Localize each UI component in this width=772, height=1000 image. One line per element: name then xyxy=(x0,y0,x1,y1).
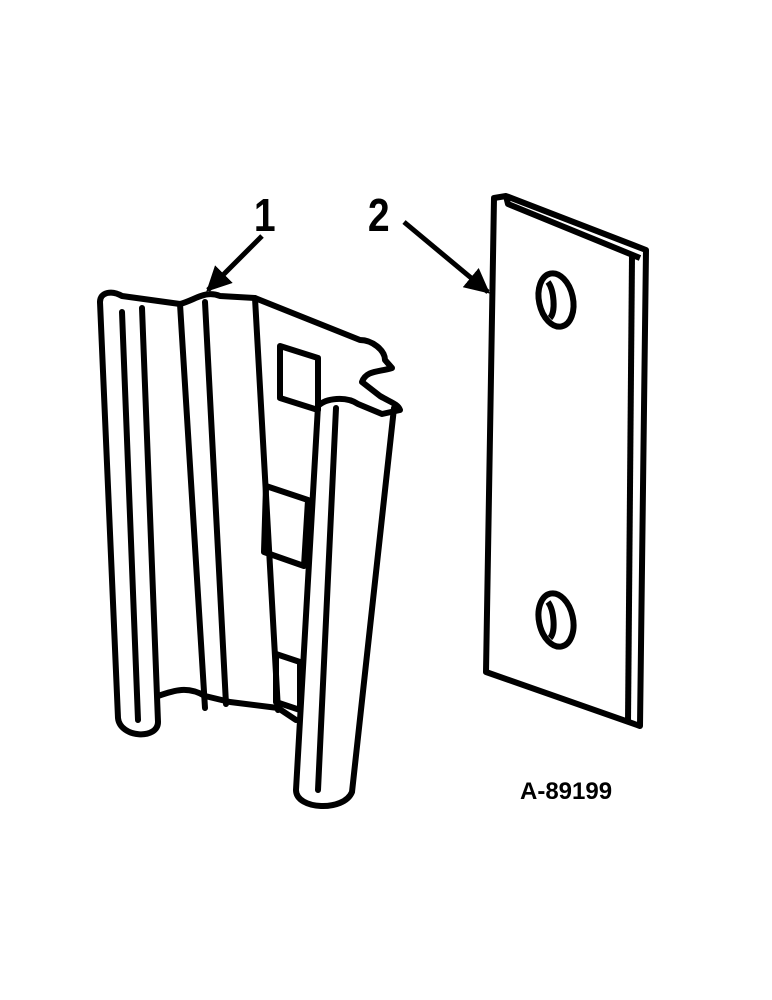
callout-2: 2 xyxy=(367,189,390,241)
callout-1: 1 xyxy=(253,189,276,241)
callout-1-leader xyxy=(206,234,264,292)
channel-bracket-part xyxy=(97,289,403,809)
callout-2-leader xyxy=(402,220,490,294)
figure-code: A-89199 xyxy=(520,778,613,805)
flat-plate-part xyxy=(483,193,649,729)
